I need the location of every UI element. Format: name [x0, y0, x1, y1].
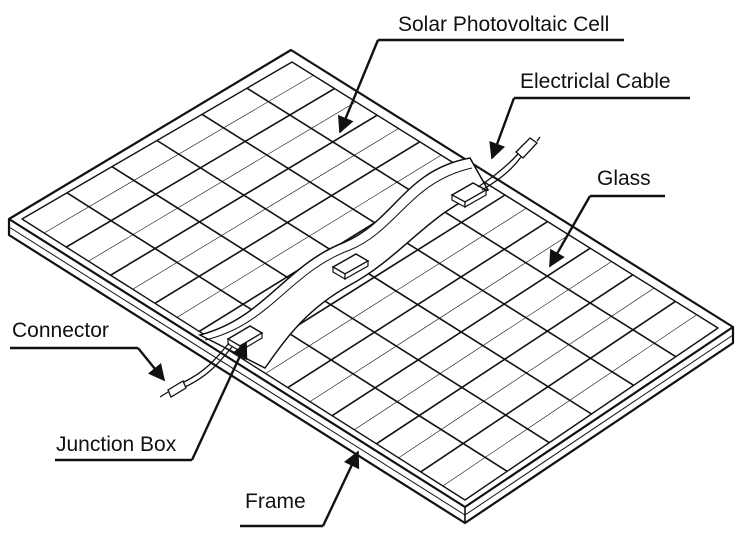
cell-busbar-line — [309, 234, 570, 402]
label-connector: Connector — [12, 319, 109, 342]
cell-row-line — [287, 220, 549, 389]
junction-box-top — [450, 182, 488, 209]
cell-row-line — [331, 247, 591, 417]
cell-row-line — [110, 114, 378, 276]
cell-busbar-line — [88, 101, 357, 262]
cell-row-line — [375, 274, 634, 445]
cell-busbar-line — [132, 128, 399, 290]
glass-fold-edge — [204, 167, 473, 341]
cell-busbar-line — [43, 75, 314, 234]
cell-row-line — [65, 87, 336, 248]
cell-busbar-line — [265, 208, 527, 374]
electrical-cable-top — [477, 153, 522, 191]
cell-busbar-line — [176, 154, 442, 318]
label-frame: Frame — [245, 490, 306, 513]
frame-arrow — [321, 450, 360, 527]
solar-cell-grid — [43, 75, 697, 487]
cable-connector-top — [515, 136, 541, 159]
label-junction-box: Junction Box — [56, 433, 177, 456]
junction-box-center — [331, 253, 370, 281]
junction-box-arrow — [190, 341, 248, 461]
cell-row-line — [154, 141, 421, 304]
cable-connector-bottom — [159, 380, 187, 398]
label-glass: Glass — [597, 167, 651, 190]
callout-leaders — [10, 38, 690, 528]
connector-arrow — [137, 347, 166, 382]
cell-busbar-line — [442, 314, 697, 487]
cell-row-line — [420, 300, 676, 473]
cell-busbar-line — [354, 261, 612, 431]
solar-cell-arrow — [338, 39, 380, 134]
electrical-cable-bottom — [181, 342, 233, 388]
glass-arrow — [548, 195, 592, 268]
label-electrical-cable: Electriclal Cable — [520, 70, 671, 93]
cell-busbar-line — [398, 287, 655, 459]
label-solar-photovoltaic-cell: Solar Photovoltaic Cell — [398, 13, 610, 36]
cable-arrow — [489, 97, 516, 160]
